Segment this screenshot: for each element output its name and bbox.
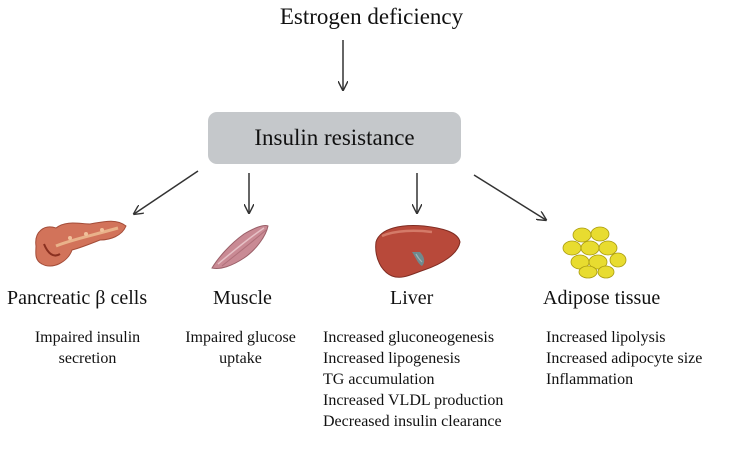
effect-item: Decreased insulin clearance [323,413,502,430]
adipose-label: Adipose tissue [543,287,661,309]
effect-item: Impaired insulin [34,329,141,346]
pancreas-effects: Impaired insulin secretion [15,327,160,369]
effect-item: uptake [219,350,262,367]
effect-item: Inflammation [546,371,634,388]
effect-item: Increased adipocyte size [546,350,703,367]
effect-item: secretion [58,350,117,367]
pancreas-icon [35,220,127,267]
effect-item: Increased VLDL production [323,392,504,409]
estrogen-deficiency-node: Estrogen deficiency [279,4,464,29]
muscle-label: Muscle [213,287,272,309]
insulin-resistance-label: Insulin resistance [254,125,415,150]
liver-icon [375,225,461,278]
muscle-effects: Impaired glucose uptake [168,327,313,369]
effect-item: Increased gluconeogenesis [323,329,495,346]
arrow-to-pancreas [134,170,199,214]
adipose-effects: Increased lipolysis Increased adipocyte … [546,327,702,390]
pancreas-label: Pancreatic β cells [7,287,148,309]
arrow-to-adipose [473,174,546,220]
muscle-icon [211,225,269,269]
insulin-resistance-node: Insulin resistance [208,112,461,164]
liver-label: Liver [390,287,434,309]
adipocytes-icon [562,226,627,279]
effect-item: Increased lipolysis [546,329,666,346]
effect-item: Impaired glucose [185,329,296,346]
liver-effects: Increased gluconeogenesis Increased lipo… [323,327,503,432]
effect-item: TG accumulation [323,371,435,388]
effect-item: Increased lipogenesis [323,350,461,367]
